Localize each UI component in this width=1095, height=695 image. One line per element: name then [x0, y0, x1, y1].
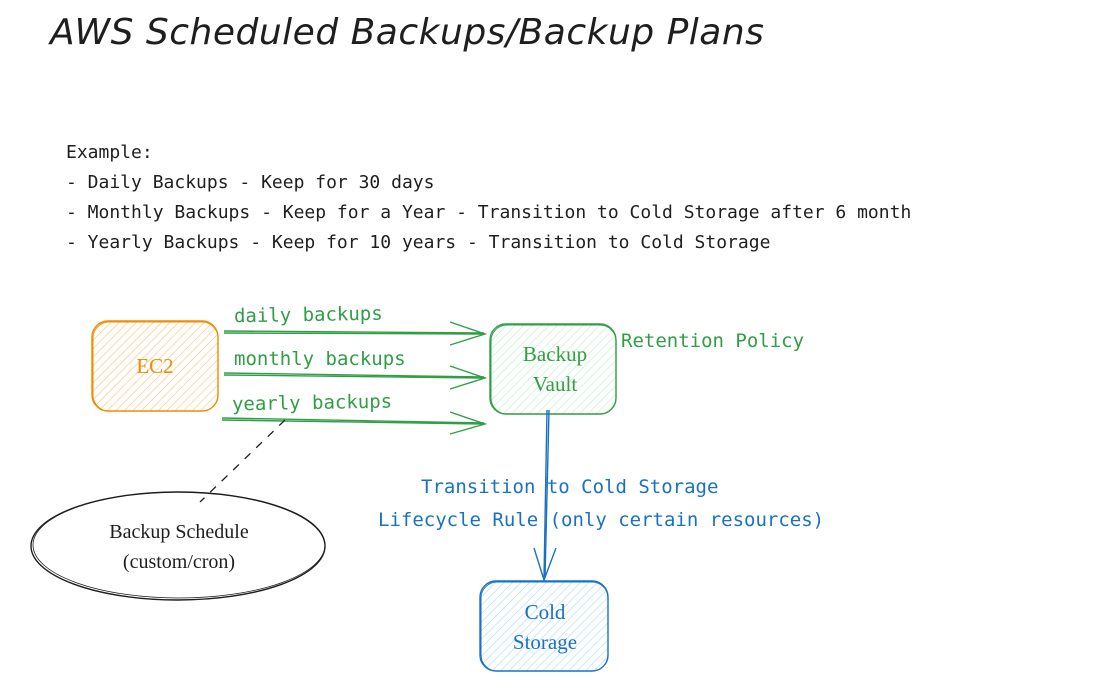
ec2-node — [91, 320, 219, 412]
cold-storage-label-line1: Cold — [524, 600, 566, 624]
monthly-backups-arrow — [223, 365, 488, 390]
lifecycle-rule-label: Lifecycle Rule (only certain resources) — [378, 509, 825, 531]
transition-label: Transition to Cold Storage — [421, 476, 719, 498]
backup-vault-label-line1: Backup — [522, 342, 588, 366]
backup-schedule-label: Backup Schedule (custom/cron) — [64, 517, 294, 577]
daily-backups-arrow — [223, 321, 488, 346]
backup-vault-label: Backup Vault — [492, 339, 618, 399]
diagram-title: AWS Scheduled Backups/Backup Plans — [50, 12, 765, 53]
example-heading: Example: — [66, 142, 153, 163]
schedule-connector — [199, 419, 286, 503]
cold-storage-node — [479, 580, 609, 672]
backup-vault-label-line2: Vault — [532, 372, 578, 396]
example-notes: Example: - Daily Backups - Keep for 30 d… — [66, 138, 911, 258]
yearly-backups-label: yearly backups — [231, 390, 393, 416]
example-item-monthly: - Monthly Backups - Keep for a Year - Tr… — [66, 202, 912, 223]
backup-schedule-label-line1: Backup Schedule — [109, 521, 249, 543]
retention-policy-label: Retention Policy — [621, 330, 805, 352]
daily-backups-label: daily backups — [233, 302, 383, 328]
transition-arrow — [533, 409, 557, 583]
yearly-backups-arrow — [221, 411, 488, 435]
backup-vault-node — [489, 323, 617, 415]
cold-storage-label-line2: Storage — [512, 630, 578, 654]
ec2-label: EC2 — [136, 354, 174, 378]
backup-schedule-label-line2: (custom/cron) — [122, 551, 236, 573]
example-item-yearly: - Yearly Backups - Keep for 10 years - T… — [66, 232, 771, 253]
cold-storage-label: Cold Storage — [482, 597, 608, 657]
backup-schedule-node — [30, 491, 326, 601]
example-item-daily: - Daily Backups - Keep for 30 days — [66, 172, 435, 193]
monthly-backups-label: monthly backups — [234, 348, 406, 370]
